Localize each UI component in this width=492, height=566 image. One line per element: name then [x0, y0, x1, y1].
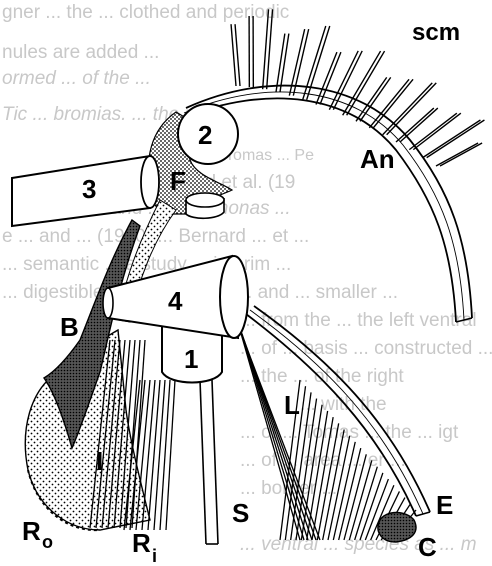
label-Ri: R i	[132, 528, 157, 566]
scm-fibre	[347, 51, 385, 115]
label-E: E	[436, 490, 453, 520]
label-An: An	[360, 144, 395, 174]
label-Ro-main: R	[22, 516, 41, 546]
label-1: 1	[184, 344, 198, 374]
scm-fibre	[276, 34, 285, 93]
bg-line-18: ... ventral ... species as ... m	[240, 534, 477, 555]
scm-fibre	[373, 79, 413, 127]
scm-fibre	[343, 51, 381, 115]
scm-fibre	[396, 108, 434, 142]
label-Ro: R o	[22, 516, 53, 552]
label-I: I	[96, 446, 103, 476]
Ri-fibre	[166, 380, 175, 530]
scm-fibre	[409, 113, 457, 149]
Ri-root-fibres	[124, 380, 175, 530]
Ri-fibre	[154, 380, 165, 530]
basal-body-connector	[186, 193, 224, 218]
label-2: 2	[198, 120, 212, 150]
label-Ri-sub: i	[152, 546, 157, 566]
structure-C	[378, 513, 416, 543]
label-Ro-sub: o	[42, 532, 53, 552]
bg-line-13: ... the ... of the right	[240, 366, 404, 387]
scm-fibre	[383, 83, 433, 135]
L-fibre	[349, 460, 371, 540]
label-S: S	[232, 498, 249, 528]
Ri-fibre	[160, 380, 170, 530]
bg-line-3: ormed ... of the ...	[2, 68, 151, 89]
L-fibre	[355, 467, 378, 540]
scm-fibre	[423, 120, 481, 158]
label-B: B	[60, 312, 79, 342]
label-3: 3	[82, 174, 96, 204]
bg-line-11: ... from the ... the left ventral	[240, 310, 477, 331]
bg-line-14: ... with the	[300, 394, 387, 415]
label-L: L	[284, 390, 300, 420]
label-scm: scm	[412, 19, 460, 46]
scm-fibre	[440, 143, 482, 166]
label-4: 4	[168, 286, 183, 316]
label-Ri-main: R	[132, 528, 151, 558]
S-fibres	[200, 380, 218, 544]
scm-fibre	[427, 120, 485, 158]
scm-fibre	[400, 108, 438, 142]
bg-line-1: gner ... the ... clothed and periodic	[2, 2, 289, 23]
scm-fibre	[436, 143, 478, 166]
Ri-fibre	[148, 380, 160, 530]
scm-fibre	[280, 34, 289, 93]
scm-fibre	[413, 113, 461, 149]
label-C: C	[418, 532, 437, 562]
label-F: F	[170, 166, 186, 196]
bg-line-2: nules are added ...	[2, 42, 159, 63]
scm-fibre	[387, 83, 437, 135]
bg-line-12: ... of ... basis ... constructed ...	[240, 338, 492, 359]
